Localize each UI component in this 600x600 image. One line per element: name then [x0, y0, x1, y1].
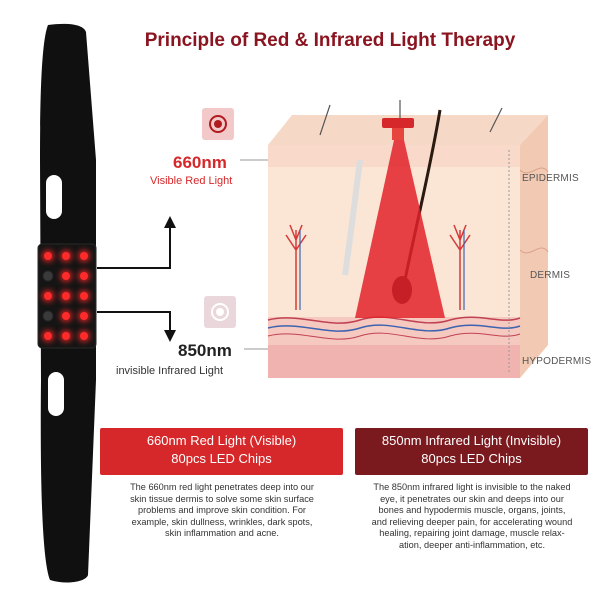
red-wavelength: 660nm — [173, 153, 227, 172]
page-title: Principle of Red & Infrared Light Therap… — [144, 30, 516, 51]
red-light-label: Visible Red Light — [150, 175, 233, 187]
layer-label-epidermis: EPIDERMIS — [522, 173, 579, 184]
infrared-light-label: invisible Infrared Light — [116, 365, 224, 377]
led-chip-infrared-icon — [204, 296, 236, 328]
red-description: The 660nm red light penetrates deep into… — [130, 482, 314, 538]
red-box-title: 660nm Red Light (Visible) — [146, 433, 297, 448]
red-light-box: 660nm Red Light (Visible) 80pcs LED Chip… — [100, 428, 343, 475]
led-chip-red-icon — [202, 108, 234, 140]
red-box-subtitle: 80pcs LED Chips — [171, 451, 272, 466]
layer-label-dermis: DERMIS — [530, 270, 571, 281]
layer-label-hypodermis: HYPODERMIS — [522, 356, 592, 367]
arrow-down-icon — [97, 311, 176, 342]
infrared-light-box: 850nm Infrared Light (Invisible) 80pcs L… — [355, 428, 588, 475]
infrared-box-subtitle: 80pcs LED Chips — [421, 451, 522, 466]
infrared-wavelength: 850nm — [178, 341, 232, 360]
infrared-box-title: 850nm Infrared Light (Invisible) — [381, 433, 562, 448]
infrared-description: The 850nm infrared light is invisible to… — [371, 482, 573, 550]
arrow-up-icon — [97, 216, 176, 269]
